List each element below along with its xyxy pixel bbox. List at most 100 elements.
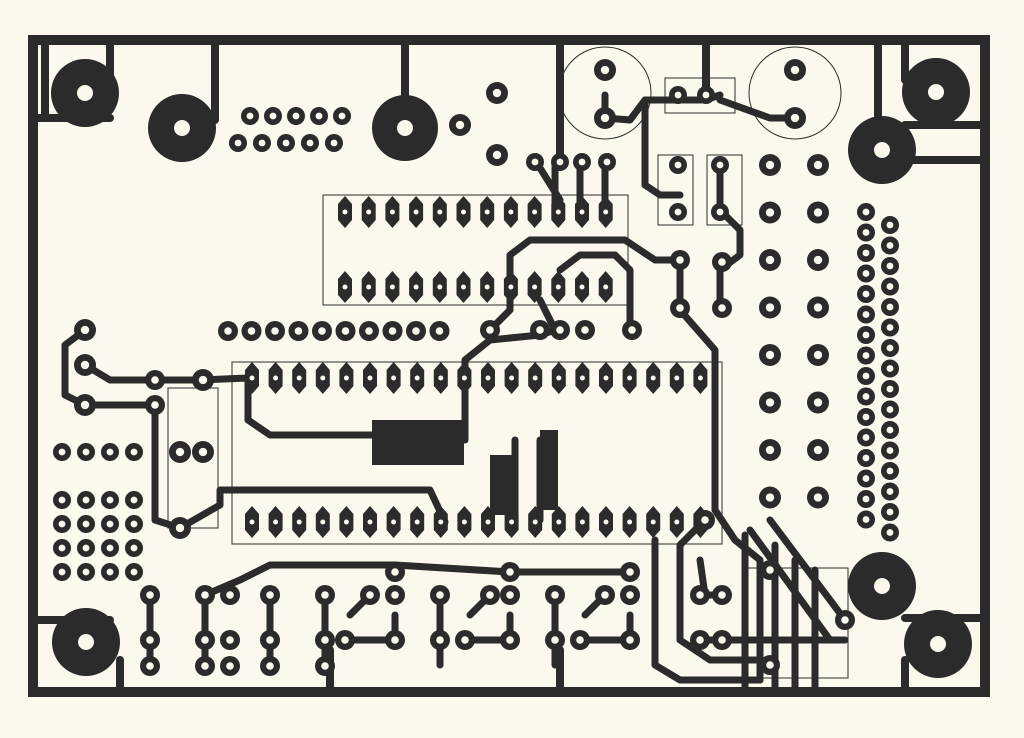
pad-hole [766, 661, 774, 669]
pad-hole [151, 401, 159, 409]
pad-hole [862, 454, 870, 462]
pin-hole [461, 209, 466, 215]
pad-hole [151, 376, 159, 384]
pad-hole [813, 208, 823, 217]
pad-hole [626, 591, 634, 599]
pin-hole [603, 209, 609, 215]
pad-hole [58, 568, 66, 576]
pad-hole [282, 139, 290, 147]
pad-hole [886, 467, 894, 475]
pin-hole [485, 519, 491, 525]
ic-chip-upper [338, 196, 613, 303]
pad-hole [862, 352, 870, 359]
pad-hole [716, 208, 724, 216]
pad-hole [226, 636, 234, 644]
pad-hole [531, 158, 539, 166]
pad-hole [886, 447, 894, 454]
pin-hole [508, 209, 514, 215]
pad-hole [146, 591, 154, 599]
pad-hole [886, 324, 894, 331]
copper-pours [372, 420, 558, 515]
pin-hole [650, 375, 656, 381]
pin-hole [249, 519, 255, 525]
pad-hole [234, 139, 242, 147]
pin-hole [627, 375, 633, 381]
pad-hole [765, 350, 775, 360]
pad-hole [676, 256, 684, 264]
pin-hole [438, 519, 444, 525]
pad-hole [58, 448, 66, 456]
pad-hole [862, 434, 870, 441]
pad-hole [486, 326, 494, 334]
pin-hole [509, 519, 515, 525]
pin-hole [579, 519, 585, 525]
pin-hole [674, 519, 680, 525]
pad-hole [82, 496, 90, 504]
pad-hole [435, 327, 444, 335]
pad-hole [696, 636, 704, 644]
pad-hole [600, 113, 610, 123]
pad-hole [146, 636, 154, 644]
pad-hole [718, 258, 726, 266]
pad-hole [718, 591, 726, 599]
pin-hole [389, 209, 395, 215]
pad-hole [130, 520, 138, 528]
pad-hole [578, 158, 586, 166]
pin-hole [342, 284, 348, 290]
pin-hole [367, 375, 373, 381]
pin-hole [484, 284, 490, 290]
pin-hole [485, 375, 491, 381]
pad-hole [82, 520, 90, 528]
pad-hole [716, 161, 724, 169]
pad-hole [486, 591, 494, 599]
pad-hole [862, 311, 870, 318]
pin-hole [556, 375, 562, 381]
pad-hole [80, 360, 90, 370]
pin-hole [413, 209, 419, 215]
pad-hole [130, 448, 138, 456]
pin-hole [579, 375, 585, 381]
pad-hole [886, 262, 894, 270]
pin-hole [532, 209, 538, 215]
pad-hole [266, 662, 274, 670]
pad-hole [765, 208, 775, 217]
pin-hole [414, 519, 420, 525]
pad-hole [106, 544, 114, 552]
pin-hole [366, 209, 372, 215]
pad-hole [388, 327, 397, 335]
pad-hole [247, 327, 256, 335]
pad-hole [886, 385, 894, 393]
pad-hole [106, 448, 114, 456]
pad-hole [862, 249, 870, 257]
pad-hole [862, 290, 870, 298]
pad-hole [292, 112, 300, 120]
pad-hole [266, 591, 274, 599]
pad-hole [862, 495, 870, 503]
pin-hole [555, 284, 561, 290]
pad-hole [765, 255, 775, 265]
pad-hole [581, 326, 589, 334]
pin-hole [508, 284, 514, 290]
pad-hole [718, 304, 726, 312]
pad-hole [862, 331, 870, 339]
pad-hole [718, 636, 726, 644]
pin-hole [697, 375, 703, 381]
pin-hole [603, 284, 609, 290]
pad-hole [492, 150, 502, 160]
pad-hole [306, 139, 314, 147]
pad-hole [226, 591, 234, 599]
pad-hole [130, 496, 138, 504]
pad-hole [765, 445, 775, 455]
pad-hole [321, 662, 329, 670]
pad-hole [294, 327, 303, 335]
pad-hole [58, 496, 66, 504]
pad-hole [701, 516, 709, 524]
pad-hole [80, 325, 90, 335]
pad-hole [626, 568, 634, 576]
pin-hole [343, 519, 349, 525]
pad-hole [556, 158, 564, 166]
through-hole-pads [53, 59, 899, 676]
pad-hole [269, 112, 277, 120]
pad-hole [886, 529, 894, 536]
pin-hole [674, 375, 680, 381]
